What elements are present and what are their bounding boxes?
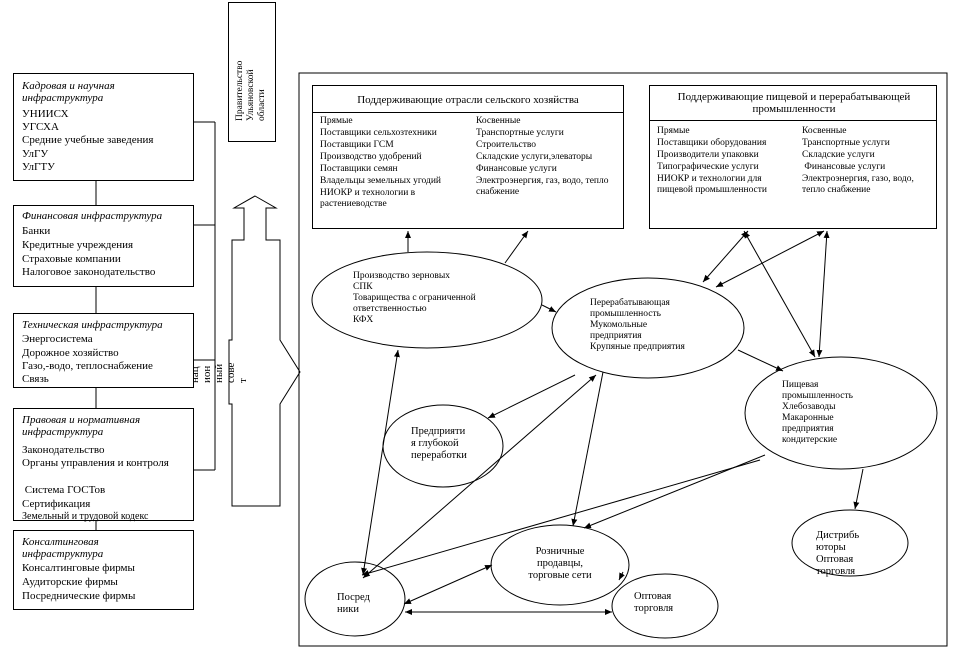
agri-direct-title: Прямые xyxy=(320,116,353,126)
agri-direct-item: Поставщики ГСМ xyxy=(320,140,394,150)
arrow-food-foodsupport-direct xyxy=(743,230,816,358)
infra-title: Консалтинговая инфраструктура xyxy=(22,536,104,560)
agri-direct-item: НИОКР и технологии в растениеводстве xyxy=(320,188,416,209)
food-direct-item: Производители упаковки xyxy=(657,150,759,160)
infra-item: Аудиторские фирмы xyxy=(22,576,118,588)
agri-indirect-item: Финансовые услуги xyxy=(476,164,557,174)
wholesale-node-label: Оптовая торговля xyxy=(634,591,674,614)
food-direct-item: Типографические услуги xyxy=(657,162,759,172)
agri-indirect-item: Строительство xyxy=(476,140,537,150)
agri-indirect-title: Косвенные xyxy=(476,116,521,126)
distributors-node-shape xyxy=(791,509,909,577)
arrow-grain-to-agri-indirect xyxy=(504,230,529,264)
infra-item: Налоговое законодательство xyxy=(22,266,156,278)
cluster-region xyxy=(298,72,948,647)
infra-item: Посреднические фирмы xyxy=(22,590,136,602)
food-support-box: Поддерживающие пищевой и перерабатывающе… xyxy=(649,85,937,229)
intermediaries-node-label: Посред ники xyxy=(337,592,370,615)
infra-item: УГСХА xyxy=(22,121,59,133)
distributors-node-label: Дистрибь юторы Оптовая торговля xyxy=(816,530,860,577)
food-indirect-item: Транспортные услуги xyxy=(802,138,890,148)
agri-direct-item: Поставщики семян xyxy=(320,164,398,174)
infra-title: Техническая инфраструктура xyxy=(22,319,163,331)
arrow-food-to-distributors xyxy=(853,468,864,510)
food-indirect-title: Косвенные xyxy=(802,126,847,136)
arrow-processing-to-deep xyxy=(487,374,576,419)
arrow-grain-to-processing xyxy=(541,304,557,313)
deep-node-label: Предприяти я глубокой переработки xyxy=(411,426,467,461)
infra-item: Дорожное хозяйство xyxy=(22,347,119,359)
infra-item: Связь xyxy=(22,373,49,385)
infra-box-legal: Правовая и нормативная инфраструктура За… xyxy=(13,408,194,522)
agri-support-header-rule xyxy=(313,112,623,113)
arrow-processing-to-food xyxy=(737,349,784,372)
arrow-processing-to-retail xyxy=(571,371,604,527)
infra-box-personnel-science: Кадровая и научная инфраструктура УНИИСХ… xyxy=(13,73,194,181)
infra-item: Энергосистема xyxy=(22,333,93,345)
infra-item: Система ГОСТов xyxy=(22,484,106,496)
government-label: Правительство Ульяновской области xyxy=(235,60,267,121)
retail-node-label: Розничные продавцы, торговые сети xyxy=(528,546,592,581)
food-indirect-item: Финансовые услуги xyxy=(802,162,886,172)
wholesale-node-shape xyxy=(611,573,719,639)
infra-title: Финансовая инфраструктура xyxy=(22,210,163,222)
food-support-title: Поддерживающие пищевой и перерабатывающе… xyxy=(677,91,911,115)
processing-node-label: Перерабатывающая промышленность Мукомоль… xyxy=(590,298,685,352)
food-indirect-item: Складские услуги xyxy=(802,150,875,160)
infra-item: Законодательство xyxy=(22,444,105,456)
agri-direct-item: Владельцы земельных угодий xyxy=(320,176,442,186)
infra-item: УлГТУ xyxy=(22,161,55,173)
arrow-processing-foodsupport-indirect xyxy=(715,230,825,288)
agri-direct-item: Поставщики сельхозтехники xyxy=(320,128,437,138)
food-indirect-item: Электроэнергия, газо, водо, тепло снабже… xyxy=(802,174,914,195)
infra-item: УНИИСХ xyxy=(22,108,69,120)
agri-support-box: Поддерживающие отрасли сельского хозяйст… xyxy=(312,85,624,229)
infra-item: Органы управления и контроля xyxy=(22,457,169,469)
food-node-shape xyxy=(744,356,938,470)
arrow-retail-to-wholesale-link xyxy=(618,571,625,581)
agri-indirect-item: Электроэнергия, газ, водо, тепло снабжен… xyxy=(476,176,609,197)
food-direct-item: Поставщики оборудования xyxy=(657,138,767,148)
food-direct-title: Прямые xyxy=(657,126,690,136)
arrow-processing-intermediaries xyxy=(362,374,597,579)
infra-item: Газо,-водо, теплоснабжение xyxy=(22,360,153,372)
infra-item: Банки xyxy=(22,225,51,237)
agri-indirect-item: Складские услуги,элеваторы xyxy=(476,152,593,162)
food-direct-item: НИОКР и технологии для пищевой промышлен… xyxy=(657,174,768,195)
infra-box-consulting: Консалтинговая инфраструктура Консалтинг… xyxy=(13,530,194,610)
infra-item: Консалтинговые фирмы xyxy=(22,562,135,574)
infra-item: Сертификация xyxy=(22,498,91,510)
infra-box-financial: Финансовая инфраструктура Банки Кредитны… xyxy=(13,205,194,287)
agri-support-title: Поддерживающие отрасли сельского хозяйст… xyxy=(357,94,579,106)
infra-item: Кредитные учреждения xyxy=(22,239,134,251)
council-double-arrow xyxy=(228,195,301,507)
infra-title: Кадровая и научная инфраструктура xyxy=(22,80,115,104)
infra-item: УлГУ xyxy=(22,148,49,160)
food-support-header-rule xyxy=(650,120,936,121)
infra-title: Правовая и нормативная инфраструктура xyxy=(22,414,141,438)
food-node-label: Пищевая промышленность Хлебозаводы Макар… xyxy=(782,380,853,445)
arrow-intermediaries-retail xyxy=(403,564,493,605)
infra-item: Земельный и трудовой кодекс xyxy=(22,511,149,522)
agri-direct-item: Производство удобрений xyxy=(320,152,422,162)
infra-box-technical: Техническая инфраструктура Энергосистема… xyxy=(13,313,194,388)
grain-node-shape xyxy=(311,251,543,349)
infra-item: Средние учебные заведения xyxy=(22,134,154,146)
government-box: Правительство Ульяновской области xyxy=(228,2,276,142)
arrow-food-foodsupport-indirect xyxy=(816,230,830,358)
agri-indirect-item: Транспортные услуги xyxy=(476,128,564,138)
grain-node-label: Производство зерновых СПК Товарищества с… xyxy=(353,271,476,325)
infra-item: Страховые компании xyxy=(22,253,121,265)
